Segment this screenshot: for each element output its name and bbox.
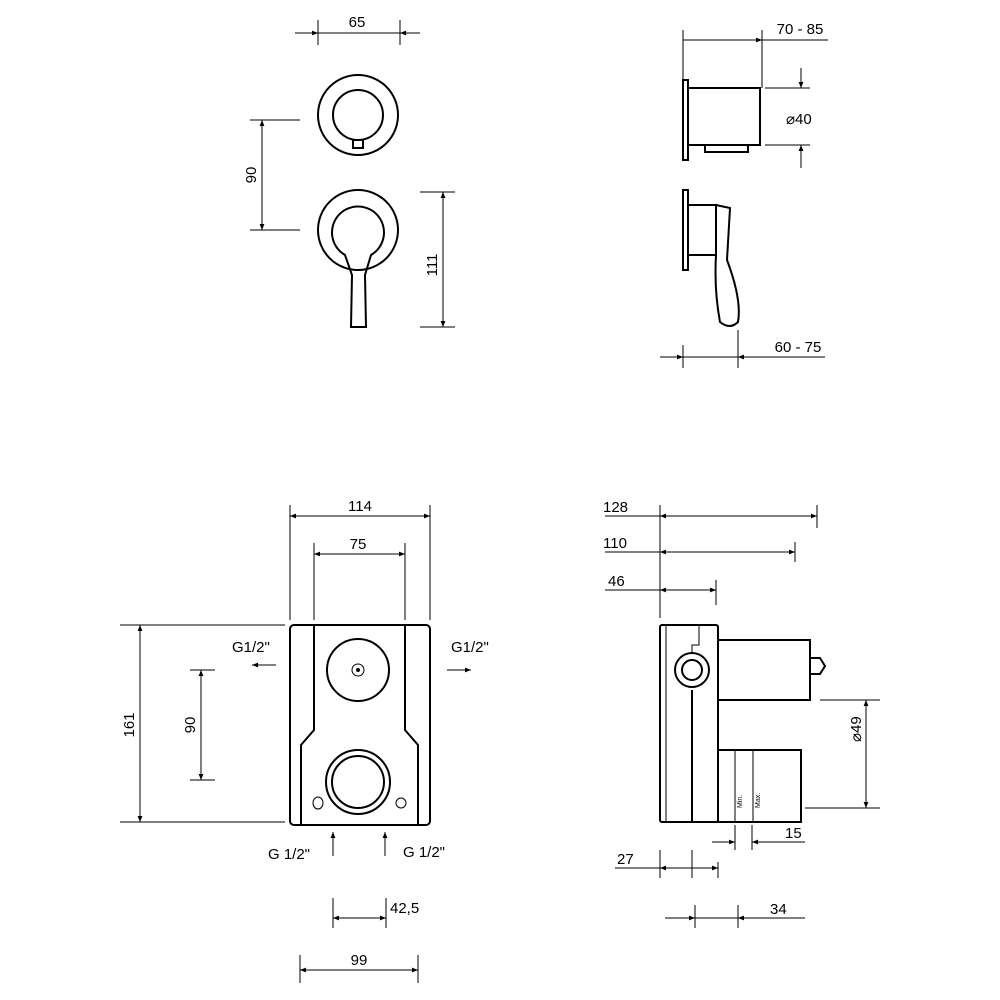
outlet-right-label: G1/2" (451, 639, 489, 656)
dim-27: 27 (617, 851, 634, 868)
diverter-rosette (317, 74, 399, 156)
dim-70-85: 70 - 85 (777, 21, 824, 38)
front-view: 65 90 111 (243, 14, 455, 328)
max-label: Max. (755, 793, 762, 808)
dim-161: 161 (121, 712, 138, 737)
inlet-right-label: G 1/2" (403, 844, 445, 861)
dim-34: 34 (770, 901, 787, 918)
dim-99: 99 (351, 952, 368, 969)
side-view: 70 - 85 ⌀40 60 - 75 (660, 21, 828, 368)
dim-90-box: 90 (182, 717, 199, 734)
dim-75: 75 (350, 536, 367, 553)
box-front-view: 114 75 161 90 G1/2" G1/2" G 1/2" G 1/2" … (120, 498, 489, 983)
min-label: Min. (737, 795, 744, 808)
dim-114: 114 (348, 498, 372, 515)
dim-diameter-49: ⌀49 (848, 716, 865, 742)
dim-111: 111 (424, 254, 441, 277)
dim-15: 15 (785, 825, 802, 842)
box-side-view: 128 110 46 Min. Max. ⌀49 15 27 34 (603, 499, 880, 928)
lever-handle (331, 205, 385, 328)
dim-diameter-40: ⌀40 (786, 111, 812, 128)
dim-90: 90 (243, 167, 260, 184)
dim-60-75: 60 - 75 (775, 339, 822, 356)
dim-65: 65 (349, 14, 366, 31)
dim-110: 110 (603, 535, 627, 552)
outlet-left-label: G1/2" (232, 639, 270, 656)
dim-42-5: 42,5 (390, 900, 419, 917)
inlet-left-label: G 1/2" (268, 846, 310, 863)
dim-46: 46 (608, 573, 625, 590)
dim-128: 128 (603, 499, 628, 516)
mixer-rosette (317, 189, 399, 271)
